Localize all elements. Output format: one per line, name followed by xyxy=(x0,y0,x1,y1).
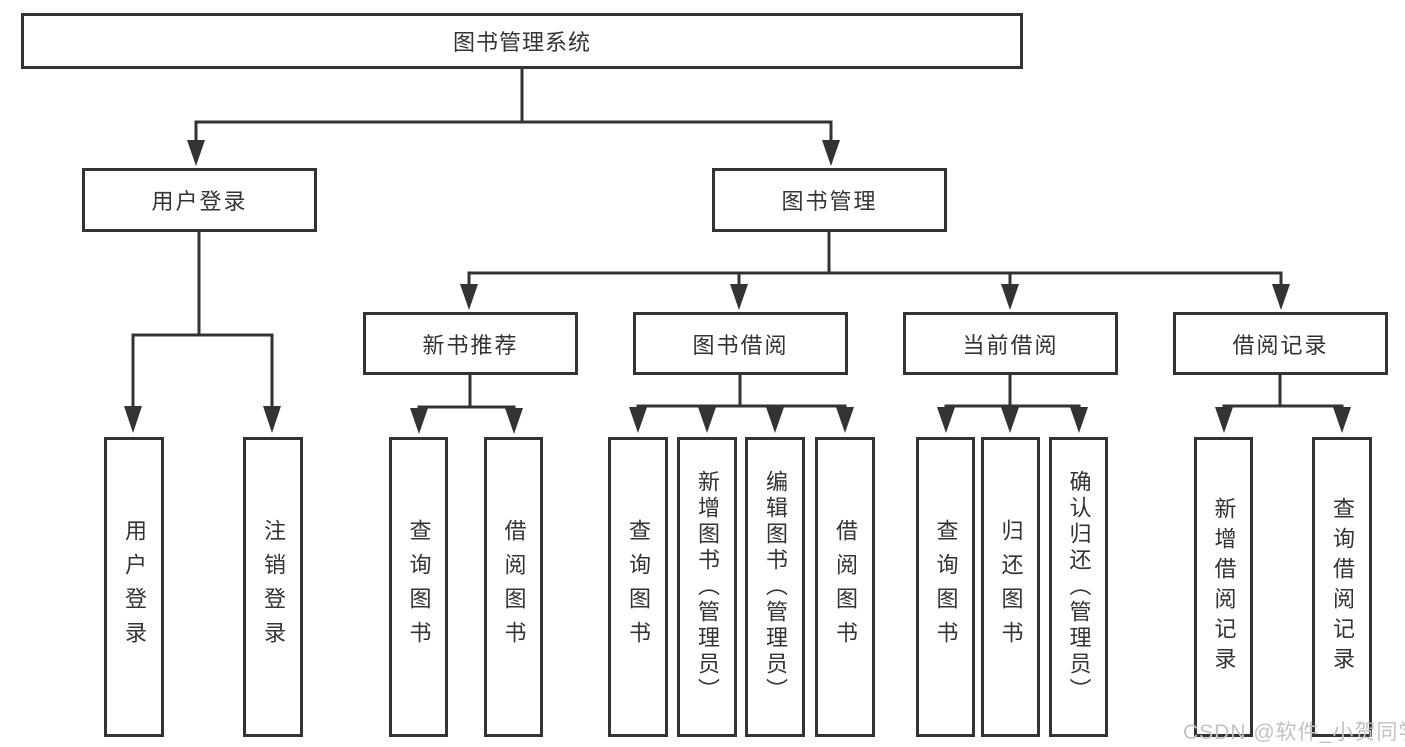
leaf-label: 查询图书 xyxy=(626,519,651,655)
leaf-label: 借阅图书 xyxy=(501,519,527,655)
leaf-borrow-add-book-admin: 新增图书（管理员） xyxy=(677,437,737,737)
node-label: 图书管理系统 xyxy=(452,30,591,55)
leaf-label: 新增借阅记录 xyxy=(1211,497,1237,677)
connector-current-borrow-children xyxy=(937,375,1088,433)
node-label: 借阅记录 xyxy=(1232,332,1329,358)
leaf-borrow-edit-book-admin: 编辑图书（管理员） xyxy=(745,437,805,737)
leaf-label: 查询图书 xyxy=(933,519,959,655)
leaf-current-query-book: 查询图书 xyxy=(916,437,975,737)
leaf-label: 新增图书（管理员） xyxy=(695,470,720,704)
leaf-label: 编辑图书（管理员） xyxy=(763,470,788,704)
connector-root-to-level2 xyxy=(187,69,840,166)
node-borrow-records: 借阅记录 xyxy=(1173,312,1388,375)
leaf-label: 查询借阅记录 xyxy=(1330,497,1355,677)
leaf-label: 借阅图书 xyxy=(833,519,858,655)
node-book-management: 图书管理 xyxy=(712,168,947,232)
leaf-records-query-record: 查询借阅记录 xyxy=(1312,437,1372,737)
leaf-logout-login: 注销登录 xyxy=(243,437,303,737)
csdn-watermark: CSDN @软件_小贺同学 xyxy=(1183,721,1405,744)
node-label: 图书借阅 xyxy=(692,332,789,358)
node-book-borrow: 图书借阅 xyxy=(633,312,848,375)
node-label: 当前借阅 xyxy=(962,332,1059,358)
node-new-book-recommend: 新书推荐 xyxy=(363,312,578,375)
leaf-current-return-book: 归还图书 xyxy=(981,437,1040,737)
leaf-borrow-borrow-book: 借阅图书 xyxy=(815,437,875,737)
leaf-label: 注销登录 xyxy=(261,519,286,655)
leaf-label: 归还图书 xyxy=(998,519,1024,655)
node-label: 用户登录 xyxy=(151,189,248,214)
leaf-label: 确认归还（管理员） xyxy=(1066,470,1092,704)
node-current-borrow: 当前借阅 xyxy=(903,312,1118,375)
connector-new-book-recommend-children xyxy=(410,375,523,434)
leaf-borrow-query-book: 查询图书 xyxy=(608,437,668,737)
connector-book-management-children xyxy=(460,232,1290,310)
node-label: 图书管理 xyxy=(781,189,878,214)
node-label: 新书推荐 xyxy=(422,332,519,358)
connector-book-borrow-children xyxy=(629,375,854,433)
leaf-label: 查询图书 xyxy=(406,519,432,655)
leaf-user-login: 用户登录 xyxy=(104,437,164,737)
node-user-login: 用户登录 xyxy=(82,168,317,232)
leaf-recommend-borrow-book: 借阅图书 xyxy=(484,437,543,737)
leaf-recommend-query-book: 查询图书 xyxy=(389,437,448,737)
leaf-current-confirm-return-admin: 确认归还（管理员） xyxy=(1049,437,1108,737)
leaf-records-add-record: 新增借阅记录 xyxy=(1194,437,1253,737)
connector-user-login-children xyxy=(124,232,281,433)
node-root-system: 图书管理系统 xyxy=(21,13,1023,69)
leaf-label: 用户登录 xyxy=(122,519,147,655)
connector-borrow-records-children xyxy=(1215,375,1351,433)
